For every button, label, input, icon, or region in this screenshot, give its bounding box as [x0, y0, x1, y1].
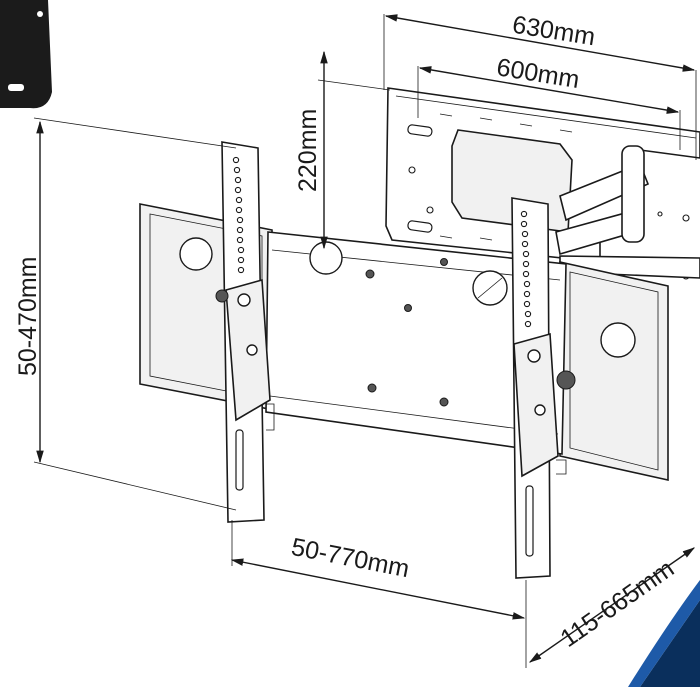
strap-slot	[525, 485, 534, 557]
left-tv-strap	[215, 141, 275, 523]
dimension-label-220: 220mm	[294, 109, 322, 192]
articulating-arm	[555, 145, 700, 280]
plate-hole-large	[309, 241, 343, 275]
dimension-220mm: 220mm	[294, 50, 391, 250]
plate-hole	[408, 166, 416, 174]
plate-slot	[407, 220, 433, 233]
plate-hole	[426, 206, 434, 214]
strap-holes	[520, 210, 532, 328]
dimension-50-770mm: 50-770mm	[230, 520, 527, 668]
plate-hole-large	[600, 322, 636, 358]
plate-slot	[407, 124, 433, 137]
strap-holes	[232, 156, 245, 274]
dimension-50-470mm: 50-470mm	[14, 117, 237, 511]
strap-slot	[235, 429, 244, 491]
right-tv-strap	[511, 197, 576, 579]
plate-hole-large	[179, 237, 213, 271]
wall-bracket-fragment	[0, 0, 52, 109]
dimension-label-50-470: 50-470mm	[14, 257, 42, 377]
